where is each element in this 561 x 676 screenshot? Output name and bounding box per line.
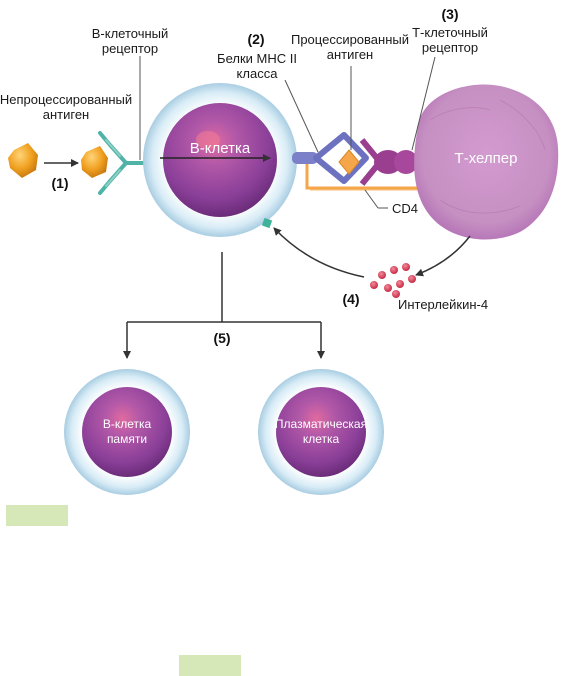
t-helper-to-il4-arrow (415, 235, 471, 277)
b-cell-secretion-marker (261, 217, 273, 229)
t-receptor-pointer (411, 56, 436, 151)
label-unprocessed-antigen-1: Непроцессированный (0, 92, 132, 107)
differentiation-arrows (123, 252, 325, 359)
label-memory-cell-1: В-клетка (103, 417, 152, 431)
label-memory-cell-2: памяти (107, 432, 147, 446)
label-b-cell: В-клетка (190, 140, 251, 157)
b-cell-nucleus (163, 103, 277, 217)
antigen-bound-icon (81, 146, 108, 178)
highlight-block-top (6, 505, 68, 526)
step-3: (3) (441, 6, 458, 22)
mhc-pointer (284, 79, 319, 153)
label-t-receptor-1: Т-клеточный (412, 25, 488, 40)
label-processed-antigen-1: Процессированный (291, 32, 409, 47)
step-1: (1) (51, 175, 68, 191)
antigen-free-icon (8, 143, 38, 178)
interleukin-4-icon (370, 263, 416, 298)
b-cell-receptor-icon (98, 131, 152, 195)
il4-to-b-cell-arrow (273, 227, 365, 278)
label-cd4: CD4 (392, 201, 418, 216)
step-2: (2) (247, 31, 264, 47)
label-plasma-cell-1: Плазматическая (275, 417, 367, 431)
memory-b-cell-nucleus (82, 387, 172, 477)
plasma-cell-nucleus (276, 387, 366, 477)
mhc-ii-icon (292, 132, 369, 184)
label-processed-antigen-2: антиген (327, 47, 374, 62)
step-5: (5) (213, 330, 230, 346)
cd4-pointer (364, 189, 379, 209)
t-helper-cell (414, 84, 559, 240)
label-b-receptor-2: рецептор (102, 41, 158, 56)
b-cell-nucleus-spot (196, 131, 220, 149)
label-b-receptor-1: В-клеточный (92, 26, 169, 41)
label-plasma-cell-2: клетка (303, 432, 340, 446)
label-mhc-1: Белки МНС II (217, 51, 297, 66)
label-mhc-2: класса (237, 66, 279, 81)
label-unprocessed-antigen-2: антиген (43, 107, 90, 122)
label-interleukin-4: Интерлейкин-4 (398, 297, 488, 312)
label-t-helper: Т-хелпер (455, 150, 518, 167)
t-cell-receptor-icon (359, 138, 418, 186)
processed-antigen-icon (338, 149, 360, 175)
step-4: (4) (342, 291, 359, 307)
highlight-block-bottom (179, 655, 241, 676)
label-t-receptor-2: рецептор (422, 40, 478, 55)
cd4-icon (305, 164, 420, 190)
